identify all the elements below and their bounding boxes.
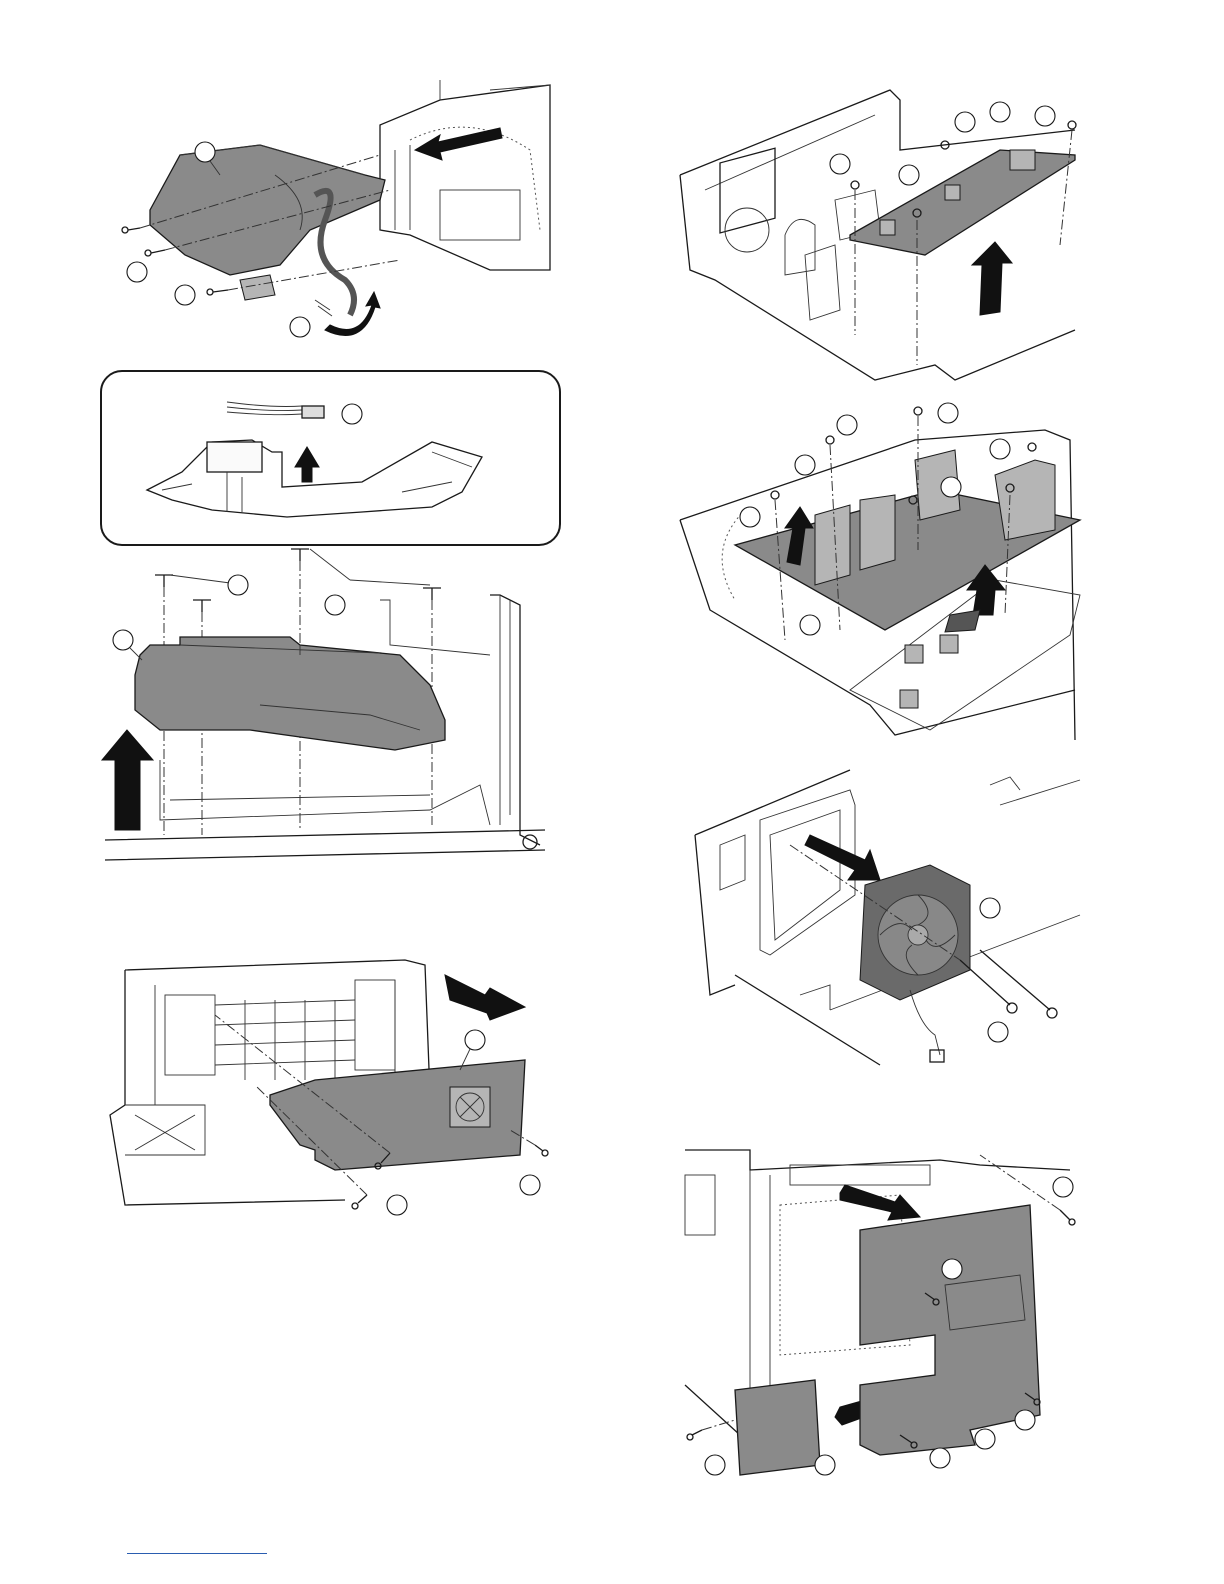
panel-removal-illustration xyxy=(105,955,555,1220)
screw-icon xyxy=(1028,443,1036,451)
callout-marker xyxy=(830,154,850,174)
callout-marker xyxy=(899,165,919,185)
figure-pwb-removal xyxy=(675,80,1085,390)
callout-marker xyxy=(1053,1177,1073,1197)
up-arrow-icon xyxy=(102,730,153,830)
callout-marker xyxy=(705,1455,725,1475)
callout-marker xyxy=(942,1259,962,1279)
callout-marker xyxy=(800,615,820,635)
screw-icon xyxy=(535,1145,548,1156)
screw-icon xyxy=(687,1430,702,1440)
callout-marker xyxy=(113,630,133,650)
fan-removal-illustration xyxy=(690,765,1085,1075)
screw-icon xyxy=(914,407,922,415)
screw-icon xyxy=(771,491,779,499)
cover-removal-illustration xyxy=(110,80,550,350)
callout-marker xyxy=(1015,1410,1035,1430)
callout-marker xyxy=(228,575,248,595)
figure-side-cover xyxy=(680,1145,1085,1475)
callout-marker xyxy=(941,477,961,497)
screw-icon xyxy=(352,1195,367,1209)
screw-icon xyxy=(291,549,309,561)
up-arrow-icon xyxy=(295,447,319,482)
callout-marker xyxy=(127,262,147,282)
callout-marker xyxy=(290,317,310,337)
callout-marker xyxy=(342,404,362,424)
callout-marker xyxy=(988,1022,1008,1042)
callout-marker xyxy=(938,403,958,423)
side-cover-removal-illustration xyxy=(680,1145,1085,1475)
screw-icon xyxy=(1060,1210,1075,1225)
callout-marker xyxy=(955,112,975,132)
direction-arrow-icon xyxy=(415,128,502,160)
callout-marker xyxy=(387,1195,407,1215)
callout-marker xyxy=(990,102,1010,122)
screw-icon xyxy=(207,289,228,295)
callout-marker xyxy=(195,142,215,162)
callout-marker xyxy=(975,1429,995,1449)
figure-fan-motor xyxy=(690,765,1085,1075)
callout-marker xyxy=(465,1030,485,1050)
callout-marker xyxy=(325,595,345,615)
callout-marker xyxy=(815,1455,835,1475)
callout-marker xyxy=(990,439,1010,459)
direction-arrow-icon xyxy=(840,1185,920,1220)
direction-arrow-icon xyxy=(805,835,880,880)
power-supply-illustration xyxy=(675,400,1085,745)
figure-unit-lift xyxy=(100,545,560,870)
callout-marker xyxy=(930,1448,950,1468)
callout-marker xyxy=(837,415,857,435)
callout-marker xyxy=(740,507,760,527)
figure-power-supply xyxy=(675,400,1085,745)
screw-icon xyxy=(155,575,173,587)
up-arrow-icon xyxy=(972,242,1012,315)
screw-icon xyxy=(193,600,211,612)
callout-marker xyxy=(175,285,195,305)
screw-icon xyxy=(145,250,165,256)
screw-icon xyxy=(122,227,140,233)
screw-icon xyxy=(851,181,859,189)
screw-icon xyxy=(826,436,834,444)
pwb-removal-illustration xyxy=(675,80,1085,390)
unit-lift-illustration xyxy=(100,545,560,870)
figure-cover-removal xyxy=(110,80,550,350)
callout-marker xyxy=(795,455,815,475)
callout-marker xyxy=(980,898,1000,918)
callout-marker xyxy=(520,1175,540,1195)
direction-arrow-icon xyxy=(445,975,525,1020)
callout-marker xyxy=(1035,106,1055,126)
screw-icon xyxy=(423,588,441,600)
screw-icon xyxy=(1068,121,1076,129)
footer-link-underline[interactable] xyxy=(127,1553,267,1554)
connector-detail-illustration xyxy=(102,372,559,544)
figure-rear-frame-panel xyxy=(105,955,555,1220)
figure-connector-detail xyxy=(100,370,561,546)
